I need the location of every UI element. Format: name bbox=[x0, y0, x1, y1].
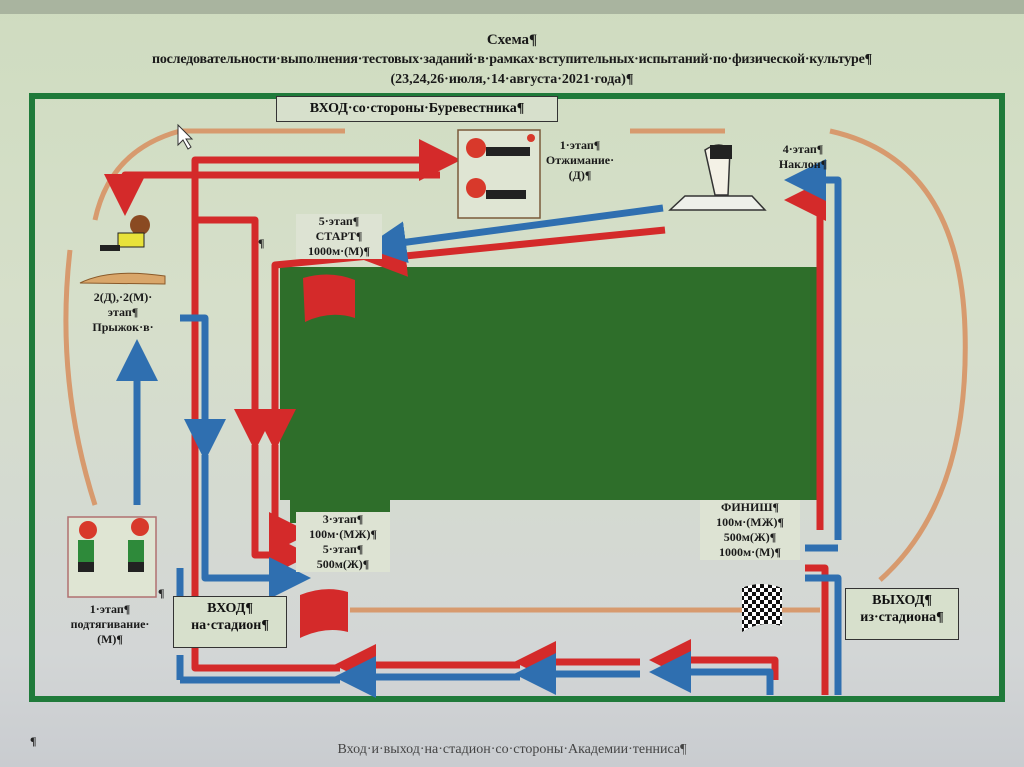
pushups-illustration bbox=[457, 129, 541, 219]
route-red bbox=[104, 139, 829, 695]
station-sprint-label: 3·этап¶ 100м·(МЖ)¶ 5·этап¶ 500м(Ж)¶ bbox=[296, 512, 390, 572]
run500-stage: 5·этап¶ bbox=[322, 542, 364, 556]
bend-stage: 4·этап¶ bbox=[782, 142, 824, 156]
run500-distance: 500м(Ж)¶ bbox=[316, 557, 370, 571]
entry-burevestnik-box: ВХОД·со·стороны·Буревестника¶ bbox=[276, 96, 558, 122]
football-field bbox=[280, 267, 818, 523]
scheme-dates: (23,24,26·июля,·14·августа·2021·года)¶ bbox=[390, 72, 634, 87]
finish-title: ФИНИШ¶ bbox=[721, 500, 779, 514]
stadium-exit-line1: ВЫХОД¶ bbox=[872, 593, 932, 608]
pushups-group: (Д)¶ bbox=[568, 168, 592, 182]
station-pushups-label: 1·этап¶ Отжимание· (Д)¶ bbox=[540, 138, 620, 183]
finish-500m: 500м(Ж)¶ bbox=[723, 530, 777, 544]
pilcrow-mark: ¶ bbox=[30, 734, 37, 748]
stadium-entry-line2: на·стадион¶ bbox=[191, 617, 269, 633]
pilcrow-mark: ¶ bbox=[158, 586, 165, 600]
forward-bend-illustration bbox=[668, 144, 767, 211]
sprint-start-flag-icon bbox=[300, 589, 348, 638]
station-pullups-label: 1·этап¶ подтягивание· (М)¶ bbox=[60, 602, 160, 647]
pullups-illustration bbox=[67, 516, 157, 598]
sprint-distance: 100м·(МЖ)¶ bbox=[309, 527, 377, 541]
start-stage: 5·этап¶ bbox=[318, 214, 360, 228]
jump-stage: 2(Д),·2(М)· bbox=[93, 290, 153, 304]
pushups-name: Отжимание· bbox=[545, 153, 615, 167]
station-start-label: 5·этап¶ СТАРТ¶ 1000м·(М)¶ bbox=[296, 214, 382, 259]
long-jump-illustration bbox=[79, 215, 166, 285]
footer-note: Вход·и·выход·на·стадион·со·стороны·Акаде… bbox=[337, 742, 687, 757]
pushups-stage: 1·этап¶ bbox=[559, 138, 601, 152]
start-flag-icon bbox=[303, 274, 355, 322]
stadium-entry-line1: ВХОД¶ bbox=[207, 601, 253, 616]
entry-burevestnik-label: ВХОД·со·стороны·Буревестника¶ bbox=[309, 101, 525, 116]
station-jump-label: 2(Д),·2(М)· этап¶ Прыжок·в· bbox=[78, 290, 168, 335]
finish-100m: 100м·(МЖ)¶ bbox=[716, 515, 784, 529]
route-blue bbox=[116, 159, 842, 698]
scheme-title: Схема¶ bbox=[486, 32, 538, 48]
station-finish-label: ФИНИШ¶ 100м·(МЖ)¶ 500м(Ж)¶ 1000м·(М)¶ bbox=[700, 500, 800, 560]
pullups-name: подтягивание· bbox=[70, 617, 150, 631]
stadium-exit-line2: из·стадиона¶ bbox=[860, 609, 944, 625]
running-track bbox=[63, 128, 968, 613]
bend-name: Наклон¶ bbox=[778, 157, 828, 171]
mouse-cursor-icon bbox=[177, 123, 194, 150]
jump-stage-word: этап¶ bbox=[107, 305, 139, 319]
jump-name: Прыжок·в· bbox=[92, 320, 154, 334]
stadium-entry-box: ВХОД¶ на·стадион¶ bbox=[173, 596, 287, 648]
start-distance: 1000м·(М)¶ bbox=[308, 244, 370, 258]
pilcrow-mark: ¶ bbox=[258, 236, 265, 250]
start-name: СТАРТ¶ bbox=[315, 229, 363, 243]
stadium-exit-box: ВЫХОД¶ из·стадиона¶ bbox=[845, 588, 959, 640]
checkered-flag-icon bbox=[742, 584, 782, 632]
pullups-group: (М)¶ bbox=[97, 632, 123, 646]
pullups-stage: 1·этап¶ bbox=[89, 602, 131, 616]
finish-1000m: 1000м·(М)¶ bbox=[719, 545, 781, 559]
paper-edge bbox=[0, 0, 1024, 14]
sprint-stage: 3·этап¶ bbox=[322, 512, 364, 526]
station-bend-label: 4·этап¶ Наклон¶ bbox=[768, 142, 838, 172]
scheme-subtitle: последовательности·выполнения·тестовых·з… bbox=[151, 52, 873, 67]
